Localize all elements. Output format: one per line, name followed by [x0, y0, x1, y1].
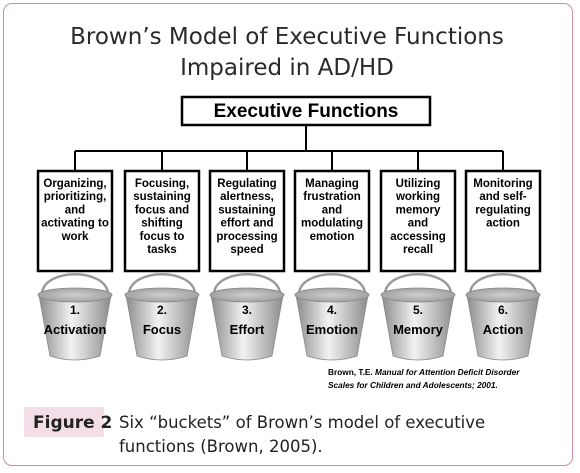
root-label: Executive Functions	[214, 101, 399, 122]
function-text-line: and self-	[479, 191, 526, 203]
function-box	[464, 169, 542, 273]
function-text-line: action	[486, 218, 520, 230]
bucket-rim	[37, 287, 113, 303]
function-text-line: processing	[216, 231, 277, 243]
function-box	[379, 169, 457, 273]
function-text-line: work	[61, 231, 89, 243]
function-text-line: focus and	[135, 204, 189, 216]
bucket-handle	[127, 273, 197, 294]
bucket-body	[466, 294, 540, 361]
function-text-line: emotion	[310, 231, 355, 243]
bucket-body	[38, 294, 112, 361]
function-text-line: Monitoring	[473, 178, 532, 190]
bucket-rim	[465, 287, 541, 303]
bucket-body	[210, 294, 284, 361]
bucket-handle	[40, 273, 110, 294]
function-text-line: regulating	[475, 204, 531, 216]
bucket-number: 3.	[242, 303, 252, 317]
function-box	[36, 169, 114, 273]
bucket-label: Focus	[143, 322, 181, 337]
function-text-line: frustration	[303, 191, 361, 203]
function-text-line: speed	[230, 244, 263, 256]
bucket-label: Emotion	[306, 322, 358, 337]
function-text-line: prioritizing,	[44, 191, 107, 203]
bucket-handle	[212, 273, 282, 294]
bucket-label: Memory	[393, 322, 444, 337]
function-text-line: effort and	[220, 218, 273, 230]
function-text-line: Utilizing	[396, 178, 441, 190]
bucket-number: 4.	[327, 303, 337, 317]
function-text-line: and	[408, 218, 428, 230]
citation-title: Scales for Children and Adolescents; 200…	[328, 380, 498, 390]
citation-title: Manual for Attention Deficit Disorder	[375, 367, 520, 377]
bucket: 1. Activation	[37, 273, 113, 361]
title-line-1: Brown’s Model of Executive Functions	[70, 24, 504, 50]
citation-line: Brown, T.E. Manual for Attention Deficit…	[328, 367, 520, 377]
bucket-rim	[209, 287, 285, 303]
title-line-2: Impaired in AD/HD	[180, 55, 394, 81]
bucket: 5. Memory	[380, 273, 456, 361]
bucket: 2. Focus	[124, 273, 200, 361]
bucket-number: 5.	[413, 303, 423, 317]
bucket-handle	[383, 273, 453, 294]
figure-label: Figure 2	[33, 413, 113, 433]
function-text-line: tasks	[147, 244, 176, 256]
function-text-line: sustaining	[218, 204, 276, 216]
bucket-label: Action	[483, 322, 524, 337]
bucket: 6. Action	[465, 273, 541, 361]
bucket-number: 6.	[498, 303, 508, 317]
connector-lines	[74, 125, 504, 171]
function-box	[123, 169, 201, 273]
bucket-rim	[294, 287, 370, 303]
bucket: 4. Emotion	[294, 273, 370, 361]
function-text-line: activating to	[41, 218, 109, 230]
function-text-line: accessing	[390, 231, 446, 243]
citation-line: Scales for Children and Adolescents; 200…	[328, 380, 498, 390]
bucket-body	[381, 294, 455, 361]
function-text-line: and	[322, 204, 342, 216]
bucket-rim	[380, 287, 456, 303]
function-text-line: and	[65, 204, 85, 216]
function-text-line: recall	[403, 244, 433, 256]
function-text-line: Organizing,	[43, 178, 106, 190]
function-text-line: shifting	[141, 218, 183, 230]
bucket-label: Effort	[230, 322, 265, 337]
bucket-handle	[468, 273, 538, 294]
citation-author: Brown, T.E.	[328, 367, 375, 377]
function-text-line: Regulating	[217, 178, 276, 190]
citation: Brown, T.E. Manual for Attention Deficit…	[328, 367, 520, 390]
figure-label-box	[24, 407, 104, 437]
function-text-line: Managing	[305, 178, 359, 190]
bucket: 3. Effort	[209, 273, 285, 361]
function-box	[208, 169, 286, 273]
bucket-rim	[124, 287, 200, 303]
buckets: 1. Activation 2. Focus 3. Effort 4. Emotion 5. Me…	[37, 273, 541, 361]
function-text-line: alertness,	[220, 191, 274, 203]
root-node: Executive Functions	[180, 95, 432, 127]
bucket-label: Activation	[44, 322, 107, 337]
function-text-line: memory	[396, 204, 441, 216]
bucket-number: 1.	[70, 303, 80, 317]
bucket-body	[295, 294, 369, 361]
function-text-line: modulating	[301, 218, 363, 230]
function-box	[293, 169, 371, 273]
bucket-handle	[297, 273, 367, 294]
function-text-line: sustaining	[133, 191, 191, 203]
bucket-number: 2.	[157, 303, 167, 317]
function-text-line: working	[395, 191, 440, 203]
function-text-line: focus to	[140, 231, 185, 243]
figure-caption: Six “buckets” of Brown’s model of execut…	[119, 413, 486, 456]
root-box	[180, 95, 432, 127]
function-text-line: Focusing,	[135, 178, 189, 190]
diagram-title: Brown’s Model of Executive Functions Imp…	[0, 22, 574, 84]
bucket-body	[125, 294, 199, 361]
